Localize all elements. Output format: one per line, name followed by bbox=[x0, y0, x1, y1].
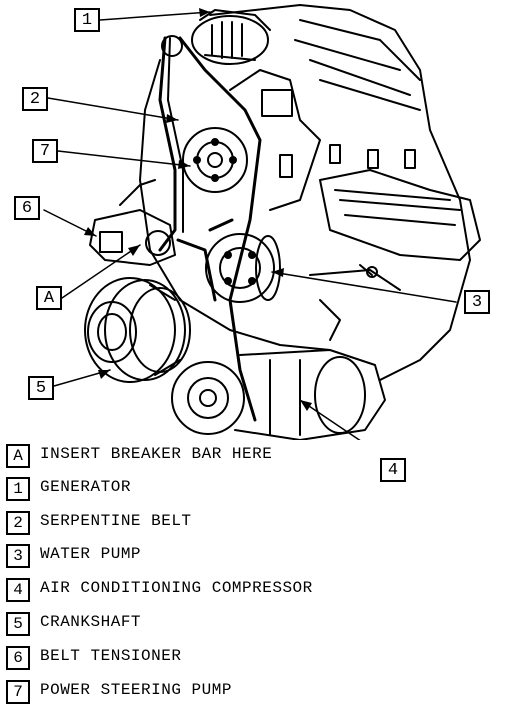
bracket-outline bbox=[229, 69, 321, 211]
legend-key: 3 bbox=[6, 544, 30, 568]
spark-plugs bbox=[279, 144, 416, 178]
legend-text: WATER PUMP bbox=[40, 545, 142, 563]
valve-cover bbox=[294, 19, 421, 111]
filler-cap bbox=[261, 89, 293, 117]
legend-item-2: 2 SERPENTINE BELT bbox=[4, 509, 504, 537]
power-steering-pulley bbox=[182, 127, 248, 193]
legend-item-4: 4 AIR CONDITIONING COMPRESSOR bbox=[4, 576, 504, 604]
legend-text: SERPENTINE BELT bbox=[40, 512, 192, 530]
legend-text: POWER STEERING PUMP bbox=[40, 681, 232, 699]
legend-key: 4 bbox=[6, 578, 30, 602]
legend-item-7: 7 POWER STEERING PUMP bbox=[4, 678, 504, 706]
water-pump-pulley bbox=[205, 233, 281, 303]
callout-2: 2 bbox=[22, 87, 48, 111]
serpentine-belt-path bbox=[158, 36, 262, 422]
legend-key: A bbox=[6, 444, 30, 468]
ac-compressor-drawing bbox=[171, 349, 386, 440]
manifold-ribs bbox=[334, 189, 461, 226]
legend-item-a: A INSERT BREAKER BAR HERE bbox=[4, 442, 504, 470]
intake-manifold bbox=[319, 169, 481, 261]
legend-item-3: 3 WATER PUMP bbox=[4, 542, 504, 570]
legend-text: BELT TENSIONER bbox=[40, 647, 182, 665]
engine-block-outline bbox=[209, 4, 471, 381]
legend-item-5: 5 CRANKSHAFT bbox=[4, 610, 504, 638]
legend-key: 6 bbox=[6, 646, 30, 670]
legend-item-6: 6 BELT TENSIONER bbox=[4, 644, 504, 672]
callout-7: 7 bbox=[32, 139, 58, 163]
callout-1: 1 bbox=[74, 8, 100, 32]
callout-A: A bbox=[36, 286, 62, 310]
legend-text: GENERATOR bbox=[40, 478, 131, 496]
legend-key: 1 bbox=[6, 477, 30, 501]
belt-tensioner-drawing bbox=[89, 179, 176, 266]
generator-pulley bbox=[161, 35, 183, 57]
legend-key: 2 bbox=[6, 511, 30, 535]
callout-4: 4 bbox=[380, 458, 406, 482]
legend-key: 5 bbox=[6, 612, 30, 636]
legend-text: AIR CONDITIONING COMPRESSOR bbox=[40, 579, 313, 597]
legend-item-1: 1 GENERATOR bbox=[4, 475, 504, 503]
callout-6: 6 bbox=[14, 196, 40, 220]
legend-key: 7 bbox=[6, 680, 30, 704]
callout-5: 5 bbox=[28, 376, 54, 400]
arrow-heads bbox=[84, 8, 312, 411]
callout-3: 3 bbox=[464, 290, 490, 314]
generator-drawing bbox=[191, 9, 271, 65]
crankshaft-pulley bbox=[84, 277, 191, 383]
engine-belt-diagram bbox=[43, 4, 481, 440]
legend-text: CRANKSHAFT bbox=[40, 613, 142, 631]
legend-text: INSERT BREAKER BAR HERE bbox=[40, 445, 273, 463]
timing-cover bbox=[139, 59, 331, 351]
